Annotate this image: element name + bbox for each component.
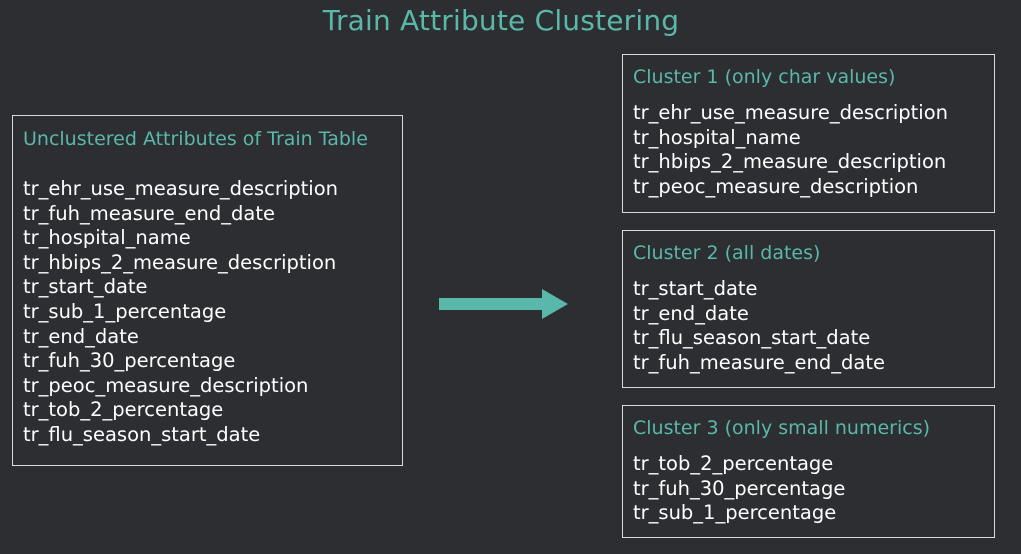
unclustered-heading: Unclustered Attributes of Train Table <box>23 128 368 150</box>
unclustered-attributes-box: Unclustered Attributes of Train Table tr… <box>12 115 403 466</box>
list-item: tr_fuh_measure_end_date <box>633 350 885 374</box>
list-item: tr_tob_2_percentage <box>633 452 834 475</box>
list-item: tr_peoc_measure_description <box>633 174 919 198</box>
list-item: tr_ehr_use_measure_description <box>23 177 339 200</box>
list-item: tr_start_date <box>633 277 758 300</box>
cluster-2-box: Cluster 2 (all dates) tr_start_date tr_e… <box>622 230 995 388</box>
list-item: tr_flu_season_start_date <box>633 326 871 350</box>
list-item: tr_hbips_2_measure_description <box>633 150 947 174</box>
cluster-2-list: tr_start_date tr_end_date tr_flu_season_… <box>633 277 885 375</box>
cluster-1-list: tr_ehr_use_measure_description tr_hospit… <box>633 101 948 199</box>
list-item: tr_tob_2_percentage <box>23 398 224 422</box>
page-title: Train Attribute Clustering <box>322 4 680 37</box>
list-item: tr_sub_1_percentage <box>23 299 227 323</box>
cluster-3-list: tr_tob_2_percentage tr_fuh_30_percentage… <box>633 452 845 526</box>
cluster-1-heading: Cluster 1 (only char values) <box>633 66 896 88</box>
right-arrow-icon <box>439 289 568 319</box>
list-item: tr_hospital_name <box>23 226 191 250</box>
list-item: tr_hbips_2_measure_description <box>23 250 337 274</box>
cluster-3-box: Cluster 3 (only small numerics) tr_tob_2… <box>622 405 995 538</box>
list-item: tr_sub_1_percentage <box>633 501 837 525</box>
list-item: tr_fuh_30_percentage <box>633 476 846 500</box>
list-item: tr_start_date <box>23 275 148 299</box>
unclustered-list: tr_ehr_use_measure_description tr_fuh_me… <box>23 177 338 448</box>
list-item: tr_peoc_measure_description <box>23 373 309 397</box>
cluster-2-heading: Cluster 2 (all dates) <box>633 242 821 264</box>
list-item: tr_fuh_measure_end_date <box>23 201 275 225</box>
list-item: tr_hospital_name <box>633 125 801 149</box>
list-item: tr_end_date <box>633 301 749 325</box>
list-item: tr_end_date <box>23 324 139 348</box>
list-item: tr_flu_season_start_date <box>23 422 261 446</box>
list-item: tr_ehr_use_measure_description <box>633 101 949 124</box>
cluster-1-box: Cluster 1 (only char values) tr_ehr_use_… <box>622 54 995 213</box>
list-item: tr_fuh_30_percentage <box>23 349 236 373</box>
cluster-3-heading: Cluster 3 (only small numerics) <box>633 417 931 439</box>
